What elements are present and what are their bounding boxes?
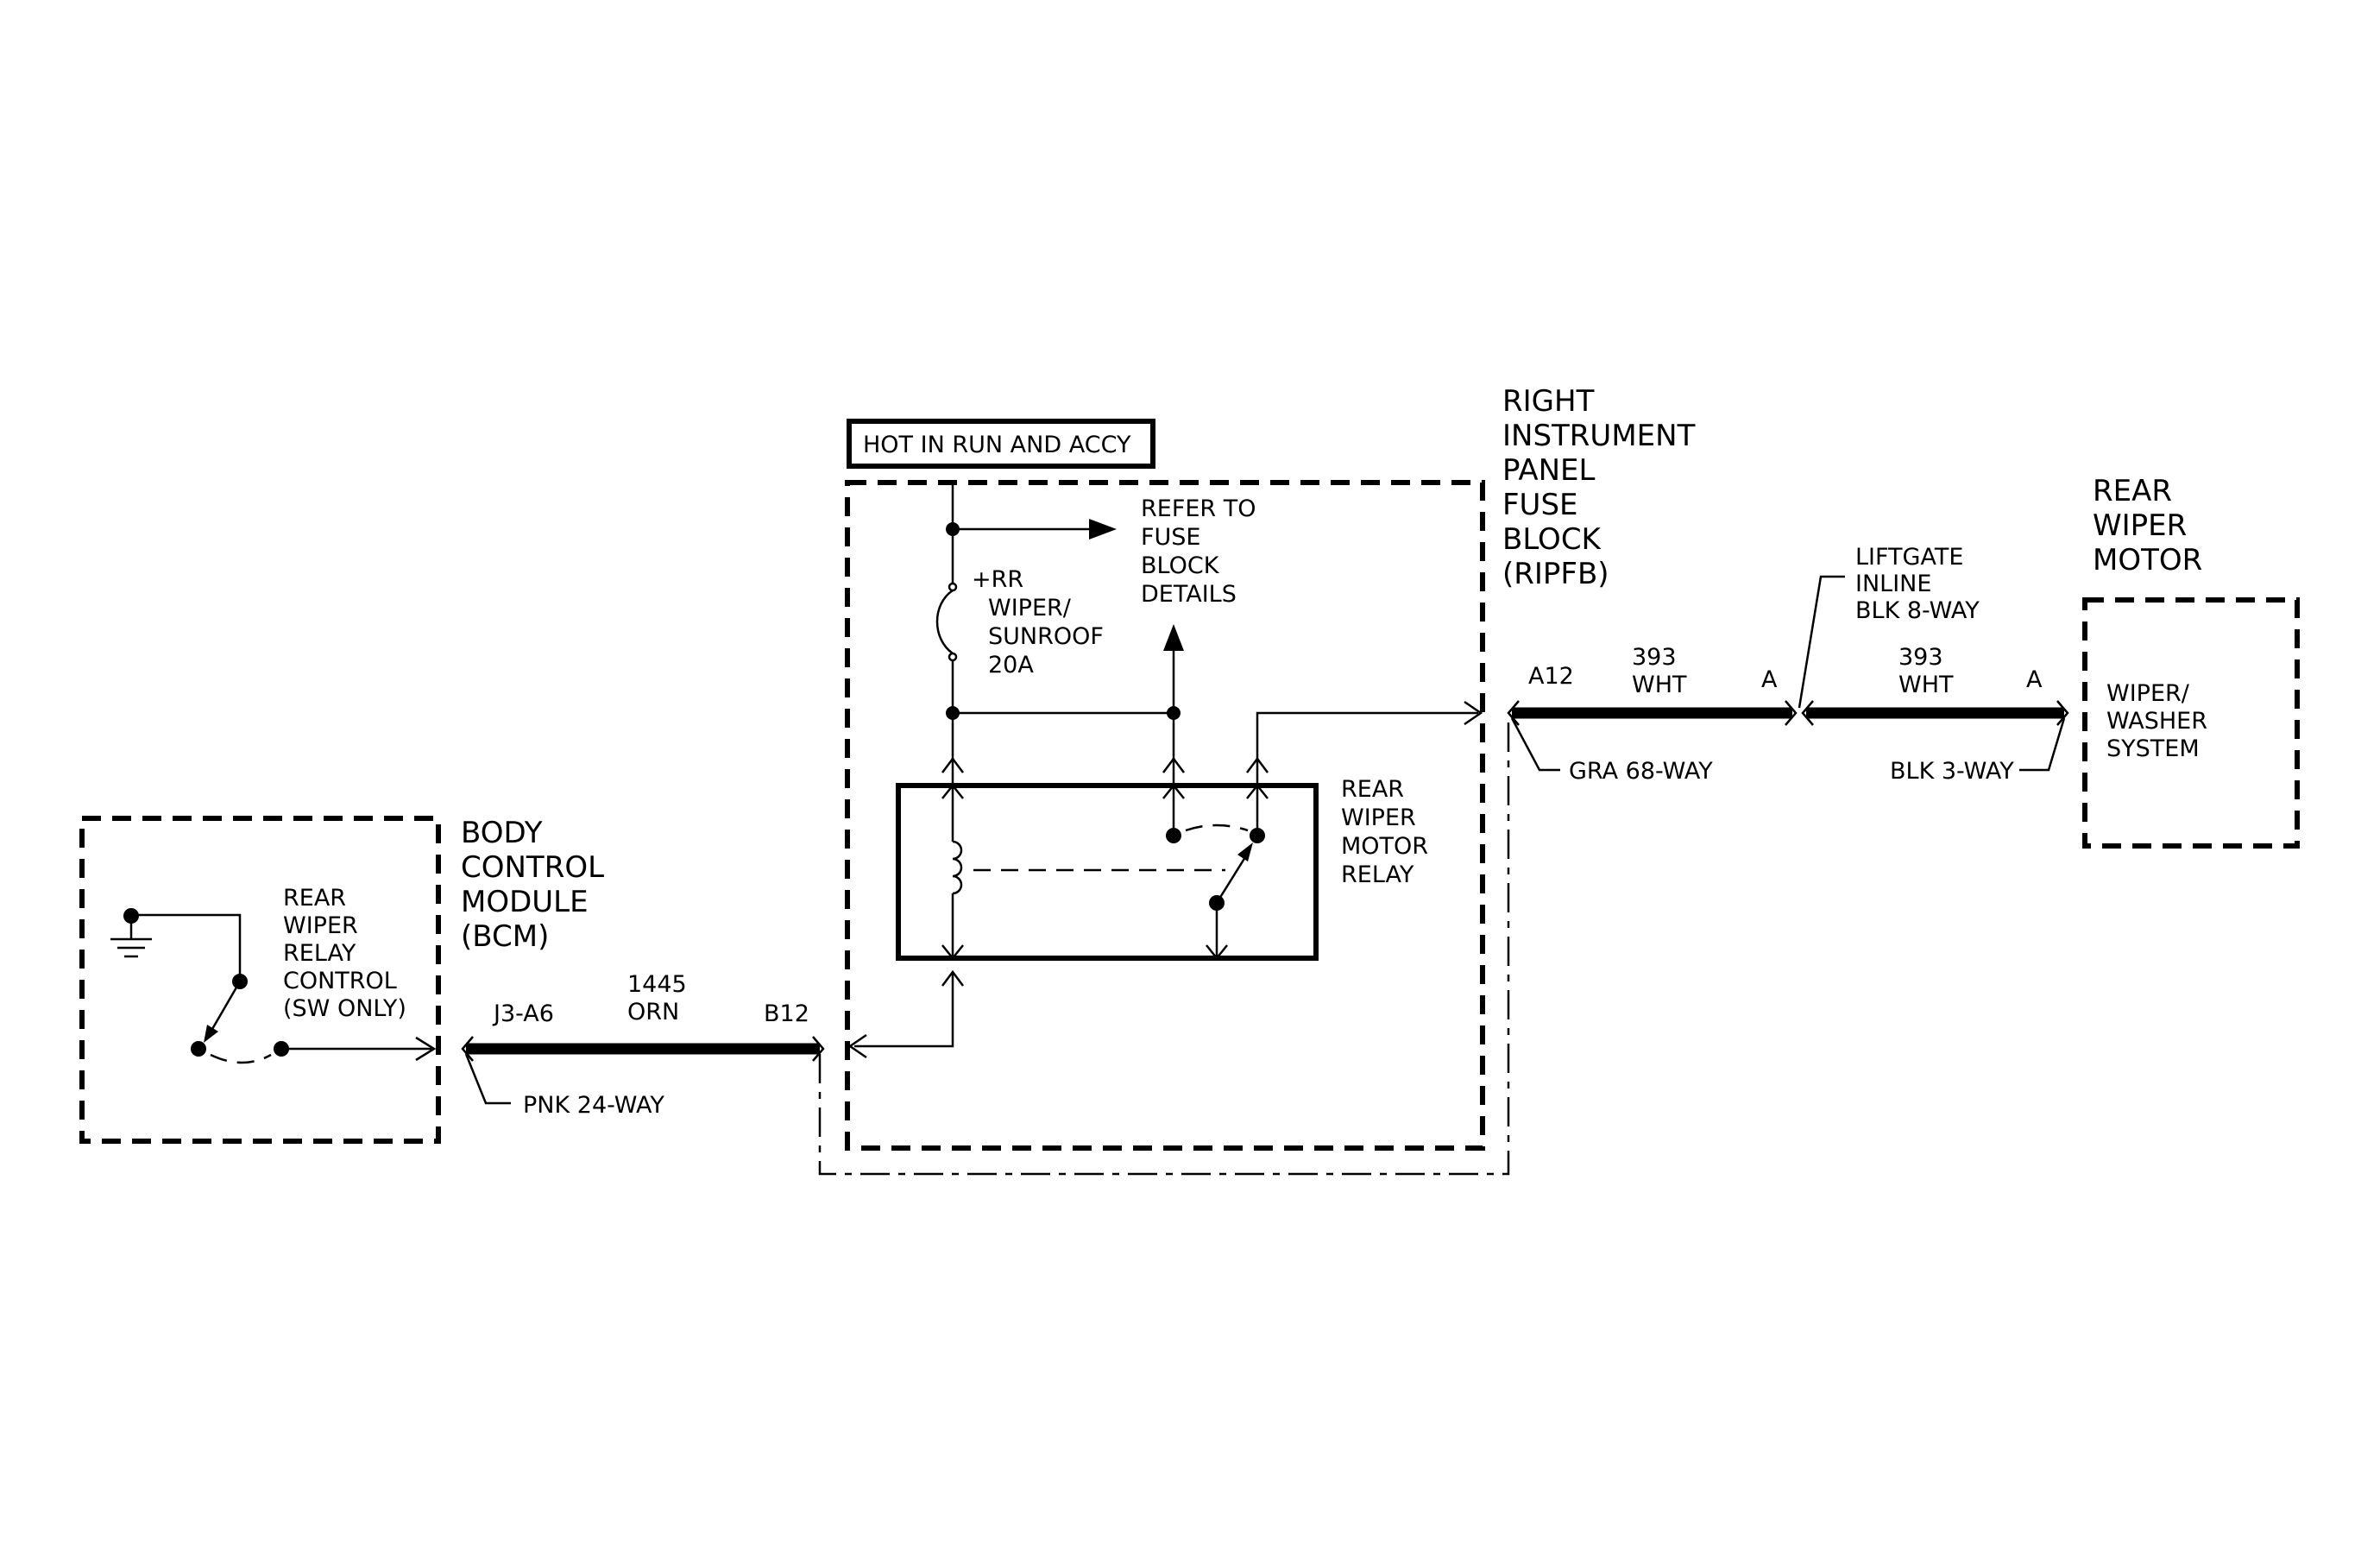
ripfb-label-5: BLOCK — [1502, 522, 1602, 557]
bcm-label-3: MODULE — [461, 885, 589, 919]
wht-a: WHT — [1632, 672, 1687, 698]
relay-output-wire — [1256, 711, 1478, 786]
blk-3-way: BLK 3-WAY — [1890, 758, 2014, 785]
b12-a12-reference-line — [818, 718, 1510, 1176]
j3a6-connector-cap — [461, 1036, 474, 1062]
b12-input-chevron — [847, 1033, 867, 1059]
up-arrowhead — [1163, 624, 1184, 651]
fuse-label-4: 20A — [988, 652, 1034, 678]
refer-to-fuse-details-label: REFER TO FUSE BLOCK DETAILS — [1141, 495, 1256, 608]
relay-label-3: MOTOR — [1341, 833, 1428, 860]
liftgate-inline-label: LIFTGATE INLINE BLK 8-WAY — [1855, 544, 1980, 624]
refer-to-line-3: BLOCK — [1141, 552, 1220, 579]
pin-a12: A12 — [1528, 663, 1574, 690]
a-connector-cap-1 — [1785, 700, 1798, 726]
rear-wiper-motor-relay-box — [896, 783, 1319, 961]
liftgate-label-2: INLINE — [1855, 571, 1931, 597]
relay-label-2: WIPER — [1341, 805, 1416, 831]
b12-connector-cap — [812, 1036, 825, 1062]
rwm-label-1: REAR — [2093, 474, 2172, 508]
rear-wiper-motor-label: REAR WIPER MOTOR — [2093, 474, 2202, 577]
ripfb-label-3: PANEL — [1502, 453, 1596, 488]
rwrc-label-5: (SW ONLY) — [283, 995, 406, 1022]
ripfb-label-6: (RIPFB) — [1502, 557, 1609, 591]
rwrc-label-1: REAR — [283, 885, 346, 912]
wire-orn: ORN — [627, 999, 679, 1025]
refer-to-line-2: FUSE — [1141, 524, 1201, 551]
fuse-label-3: SUNROOF — [988, 623, 1104, 650]
fuse-label-1: +RR — [972, 566, 1023, 593]
pnk-24-leader — [464, 1053, 511, 1105]
bcm-enclosure — [79, 816, 441, 1144]
gra-68-way: GRA 68-WAY — [1569, 758, 1713, 785]
relay-coil-pin-chevron — [941, 969, 964, 987]
pin-a-1: A — [1761, 666, 1778, 693]
relay-pin-chevron-1 — [941, 756, 964, 773]
circuit-393-a: 393 — [1632, 644, 1677, 671]
relay-switch — [973, 783, 1269, 961]
ripfb-label-2: INSTRUMENT — [1502, 419, 1696, 453]
pin-b12: B12 — [764, 1000, 809, 1027]
bcm-ground-wire — [129, 913, 242, 981]
ripfb-label-4: FUSE — [1502, 488, 1578, 522]
blk-3-leader — [2019, 717, 2066, 772]
refer-to-line-1: REFER TO — [1141, 495, 1256, 522]
washer-label-3: SYSTEM — [2106, 735, 2200, 762]
bcm-label-2: CONTROL — [461, 850, 604, 885]
rwm-label-2: WIPER — [2093, 508, 2187, 543]
blk3-connector-cap — [2056, 700, 2069, 726]
ripfb-enclosure — [845, 480, 1485, 1151]
bcm-label-1: BODY — [461, 816, 543, 850]
liftgate-leader — [1798, 575, 1845, 709]
fuse-label-2: WIPER/ — [988, 595, 1072, 622]
washer-label-1: WIPER/ — [2106, 680, 2190, 707]
pin-j3-a6: J3-A6 — [492, 1000, 554, 1027]
rwrc-label-2: WIPER — [283, 912, 358, 939]
gra-68-leader — [1510, 717, 1560, 772]
washer-label-2: WASHER — [2106, 708, 2207, 735]
rwrc-label-3: RELAY — [283, 940, 356, 967]
liftgate-label-3: BLK 8-WAY — [1855, 597, 1980, 624]
bcm-label-4: (BCM) — [461, 919, 549, 954]
relay-pin-chevron-2 — [1162, 756, 1185, 773]
a-connector-cap-2 — [1801, 700, 1814, 726]
rwrc-label-4: CONTROL — [283, 968, 397, 994]
liftgate-label-1: LIFTGATE — [1855, 544, 1963, 571]
ripfb-label: RIGHT INSTRUMENT PANEL FUSE BLOCK (RIPFB… — [1502, 384, 1696, 591]
rear-wiper-motor-enclosure — [2082, 597, 2300, 849]
relay-coil-to-b12 — [854, 972, 954, 1048]
pin-a-2: A — [2026, 666, 2043, 693]
circuit-393-b: 393 — [1898, 644, 1943, 671]
bcm-label: BODY CONTROL MODULE (BCM) — [461, 816, 604, 954]
wht-b: WHT — [1898, 672, 1954, 698]
relay-label-4: RELAY — [1341, 861, 1414, 888]
hot-in-run-text: HOT IN RUN AND ACCY — [863, 432, 1131, 458]
fuse-label: +RR WIPER/ SUNROOF 20A — [972, 566, 1104, 678]
relay-label: REAR WIPER MOTOR RELAY — [1341, 776, 1428, 888]
rear-wiper-relay-control-label: REAR WIPER RELAY CONTROL (SW ONLY) — [283, 885, 406, 1022]
pnk-24-way: PNK 24-WAY — [523, 1092, 664, 1119]
refer-to-fuse-arrowhead — [1089, 519, 1117, 540]
rwm-label-3: MOTOR — [2093, 543, 2202, 577]
wiper-washer-system-label: WIPER/ WASHER SYSTEM — [2106, 680, 2207, 762]
bcm-output-chevron — [415, 1036, 437, 1062]
a12-connector-cap — [1507, 700, 1520, 726]
bcm-switch — [191, 974, 289, 1064]
output-arrow-chevron — [1464, 700, 1483, 726]
relay-coil — [941, 783, 964, 961]
refer-to-line-4: DETAILS — [1141, 581, 1237, 608]
hot-in-run-label: HOT IN RUN AND ACCY — [847, 419, 1155, 469]
relay-pin-chevron-3 — [1246, 756, 1269, 773]
circuit-1445: 1445 — [627, 971, 687, 998]
relay-label-1: REAR — [1341, 776, 1404, 803]
ripfb-label-1: RIGHT — [1502, 384, 1595, 419]
fuse-rr-wiper-sunroof — [935, 582, 958, 713]
